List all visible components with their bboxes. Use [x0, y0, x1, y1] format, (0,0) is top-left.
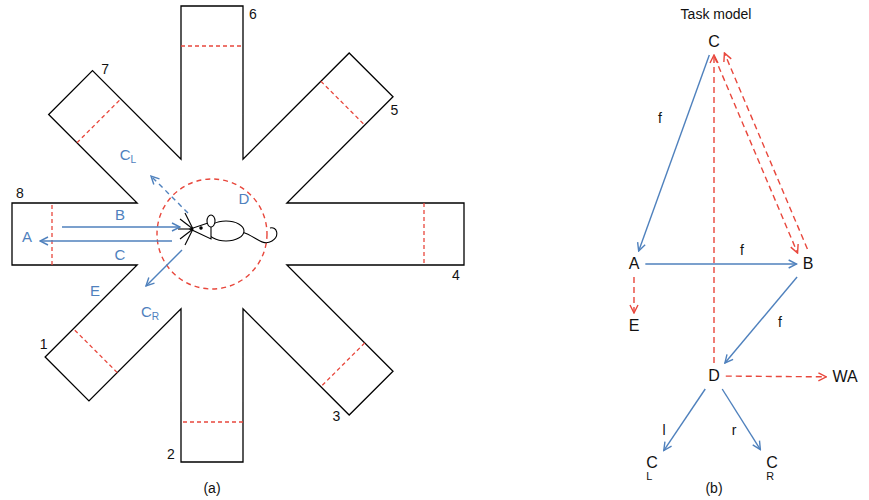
state-node: CR — [763, 453, 781, 484]
position-label: C — [115, 247, 126, 262]
reward-zone-line — [77, 99, 121, 143]
center-zone — [157, 179, 267, 289]
rat-figure — [178, 213, 277, 245]
arm-number: 7 — [101, 62, 109, 76]
maze-outline — [12, 6, 464, 462]
state-label: CR — [766, 455, 778, 482]
state-node: D — [705, 366, 723, 386]
transition-arrow — [725, 277, 797, 363]
state-node: CL — [643, 453, 661, 484]
state-label: WA — [832, 369, 857, 385]
position-label: E — [90, 283, 100, 298]
arm-number: 1 — [40, 337, 48, 351]
state-label: CL — [646, 455, 658, 482]
position-label: CR — [141, 304, 159, 322]
state-label: A — [629, 256, 640, 272]
reward-zone-line — [423, 203, 424, 265]
transition-arrow — [726, 375, 827, 377]
movement-arrows — [40, 176, 188, 286]
transition-arrow — [724, 53, 807, 249]
transition-arrow — [715, 57, 798, 253]
state-label: D — [708, 368, 720, 384]
subscript: L — [131, 154, 137, 165]
state-node: B — [800, 254, 817, 274]
position-label: CL — [120, 147, 137, 165]
transition-arrow — [645, 263, 796, 264]
transition-label: r — [730, 423, 739, 437]
arm-number: 3 — [333, 409, 341, 423]
enter-arrow — [62, 226, 180, 227]
transition-arrow — [664, 389, 705, 451]
arm-number: 4 — [452, 268, 460, 282]
state-node: C — [705, 32, 723, 52]
transition-arrow — [633, 277, 634, 313]
arm-number: 2 — [167, 447, 175, 461]
reward-zone-line — [181, 45, 243, 46]
reward-zone-line — [321, 81, 365, 125]
left-choice-arrow — [151, 176, 188, 213]
transition-label: f — [738, 243, 746, 257]
transition-label: l — [660, 423, 667, 437]
arm-number: 8 — [16, 186, 24, 200]
transition-label: f — [656, 111, 664, 125]
subscript: R — [152, 311, 159, 322]
subscript: L — [646, 471, 658, 482]
panel-label: (a) — [203, 481, 220, 495]
transition-arrow — [722, 389, 760, 450]
reward-zone-line — [181, 421, 243, 422]
position-label: B — [115, 207, 125, 222]
state-label: C — [708, 34, 720, 50]
reward-zone-line — [73, 329, 117, 373]
transition-label: f — [776, 315, 784, 329]
reward-zone-line — [321, 343, 365, 387]
state-node: WA — [829, 367, 860, 387]
arm-number: 6 — [249, 7, 257, 21]
panel-label: (b) — [705, 481, 722, 495]
position-label: D — [239, 191, 250, 206]
reward-zone-line — [51, 203, 52, 265]
state-label: B — [803, 256, 814, 272]
transition-arrow — [639, 55, 710, 251]
panel-title: Task model — [681, 7, 752, 21]
arm-number: 5 — [391, 103, 399, 117]
right-choice-arrow — [146, 250, 182, 286]
state-node: A — [626, 254, 643, 274]
state-label: E — [629, 318, 640, 334]
state-node: E — [626, 316, 643, 336]
position-label: A — [22, 229, 32, 244]
radial-arm-maze — [12, 6, 464, 462]
return-arrow — [40, 240, 172, 241]
subscript: R — [766, 471, 778, 482]
transition-arrow — [713, 55, 714, 363]
